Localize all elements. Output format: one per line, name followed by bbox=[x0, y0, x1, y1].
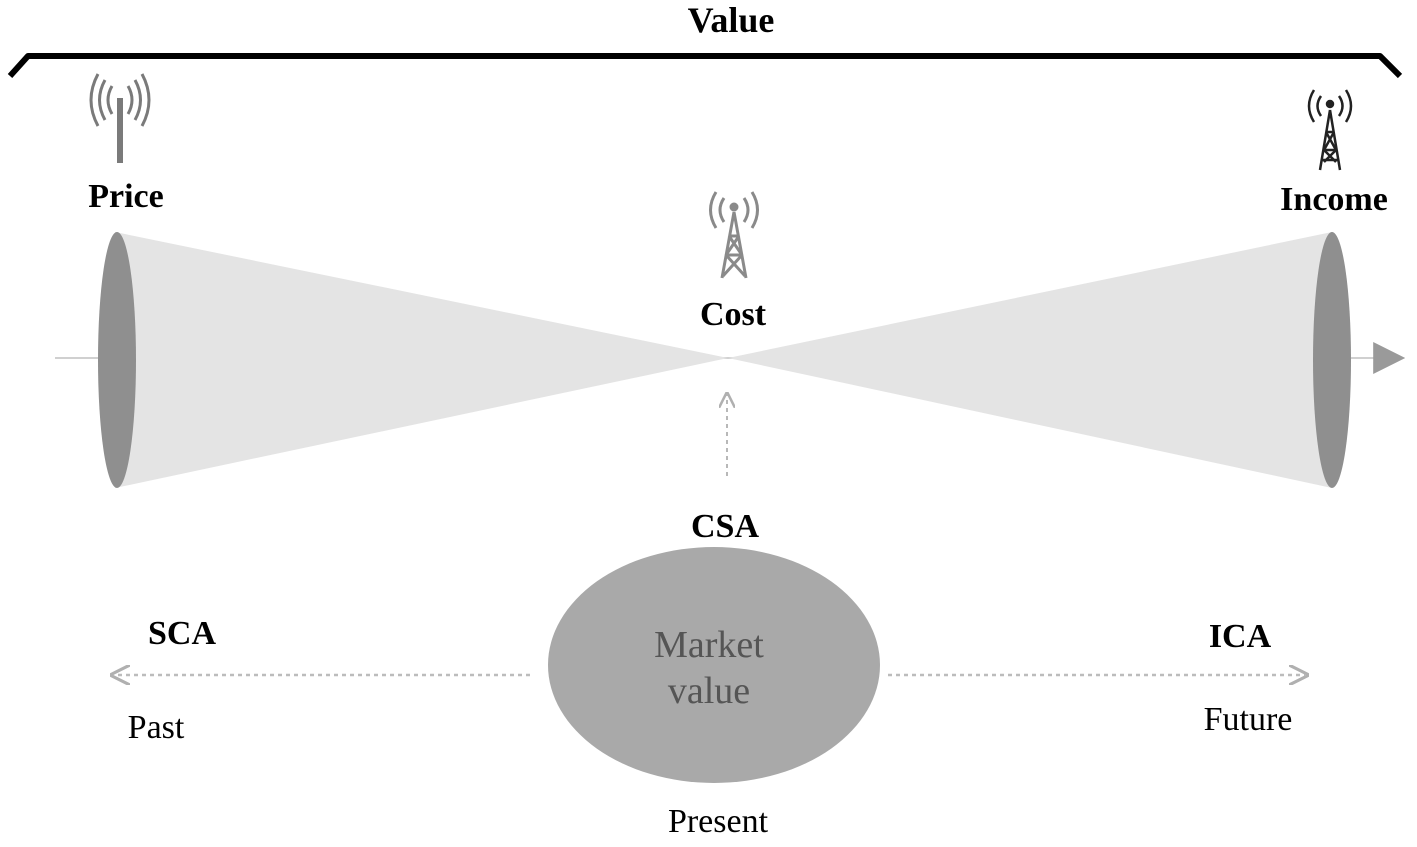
income-cone-cap bbox=[1313, 232, 1351, 488]
price-label: Price bbox=[88, 178, 164, 215]
present-label: Present bbox=[668, 803, 769, 840]
future-label: Future bbox=[1204, 701, 1293, 738]
price-cone-cap bbox=[98, 232, 136, 488]
sca-label: SCA bbox=[148, 615, 216, 652]
cost-label: Cost bbox=[700, 296, 767, 333]
past-label: Past bbox=[128, 709, 185, 746]
csa-label: CSA bbox=[691, 508, 759, 545]
income-label: Income bbox=[1280, 181, 1388, 218]
value-label: Value bbox=[688, 0, 775, 40]
tower-icon bbox=[1307, 89, 1353, 171]
income-cone bbox=[728, 232, 1332, 488]
price-cone bbox=[115, 232, 728, 488]
antenna-icon bbox=[89, 73, 151, 163]
market-value-label-line1: Market bbox=[654, 624, 764, 666]
market-value-ellipse bbox=[548, 547, 880, 783]
tower-icon bbox=[709, 191, 759, 279]
value-bracket bbox=[7, 53, 1403, 79]
ica-label: ICA bbox=[1209, 618, 1272, 655]
market-value-label-line2: value bbox=[668, 670, 750, 712]
